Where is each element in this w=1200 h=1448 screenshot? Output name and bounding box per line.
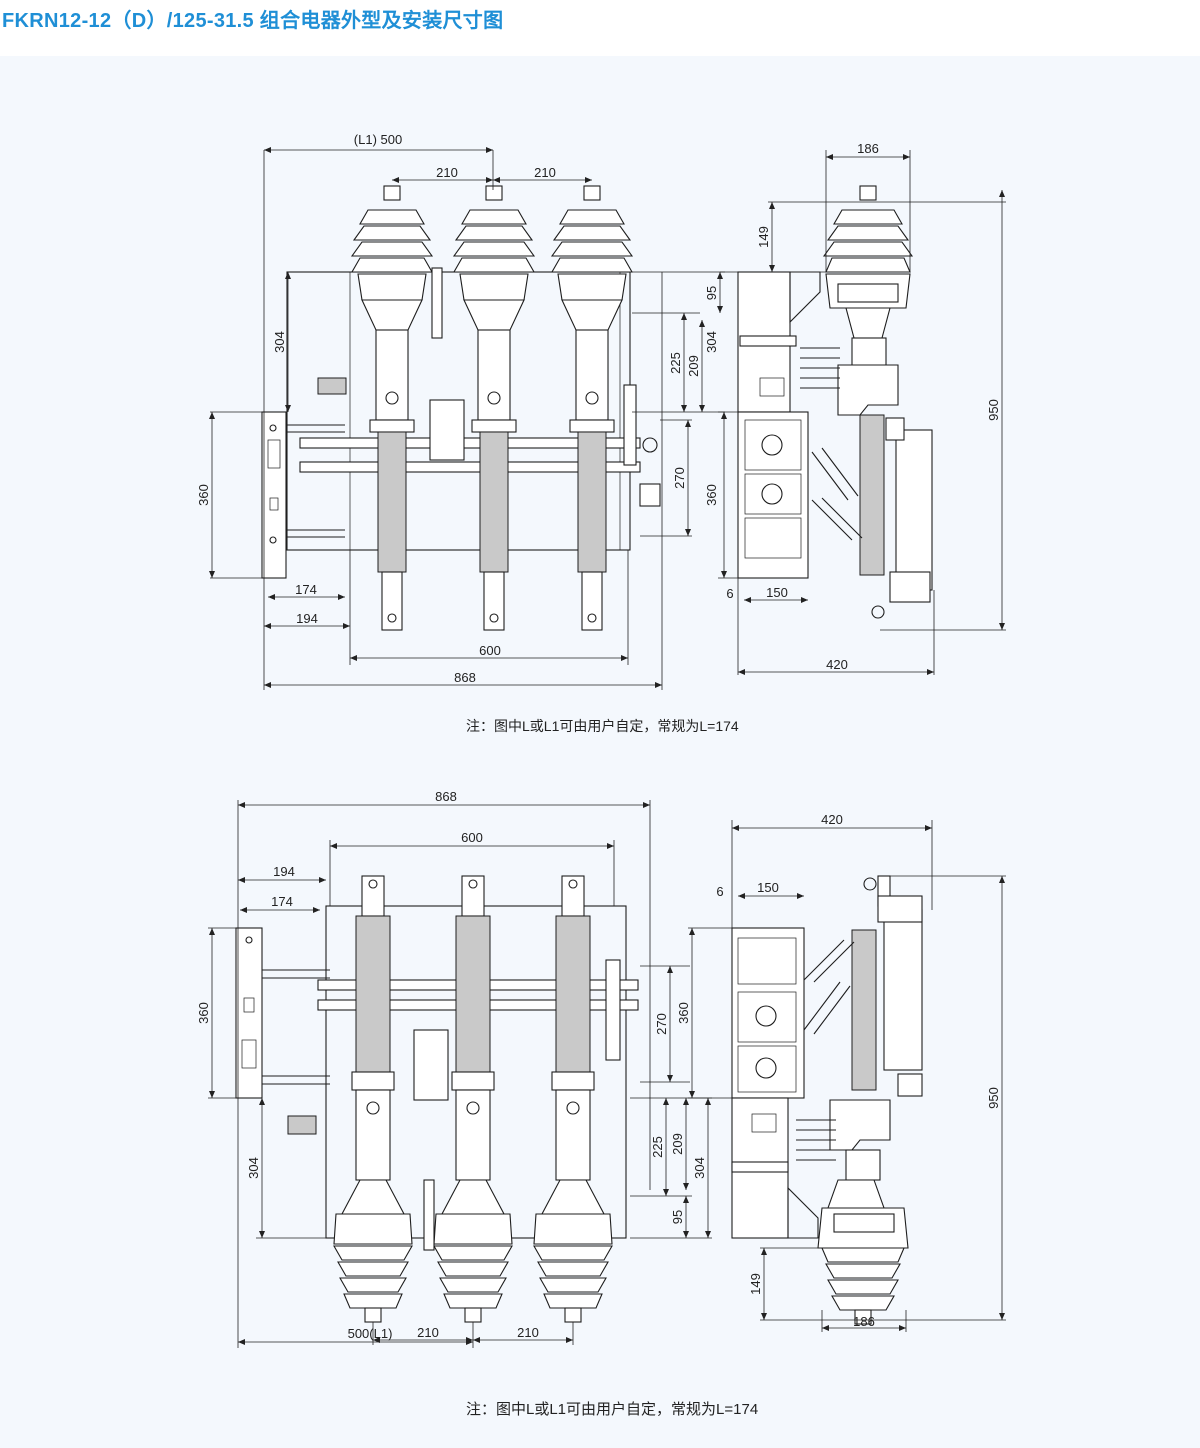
pole-3 xyxy=(550,185,634,631)
page-title: FKRN12-12（D）/125-31.5 组合电器外型及安装尺寸图 xyxy=(2,10,504,32)
dim-top-side-950: 950 xyxy=(986,399,1001,421)
dim-bottom-side-360: 360 xyxy=(676,1002,691,1024)
top-note: 注：图中L或L1可由用户自定，常规为L=174 xyxy=(466,718,739,734)
dim-top-side-6: 6 xyxy=(726,586,733,601)
top-front-view: (L1) 500 210 210 304 360 174 194 600 868 xyxy=(196,132,725,690)
pole-1 xyxy=(350,185,434,631)
dim-bottom-side-304: 304 xyxy=(692,1157,707,1179)
dim-top-side-360: 360 xyxy=(704,484,719,506)
dim-top-270: 270 xyxy=(672,467,687,489)
mounting-panel xyxy=(261,411,287,579)
dim-bottom-500-l1: 500(L1) xyxy=(348,1326,393,1341)
dim-top-209: 209 xyxy=(686,355,701,377)
dim-bottom-side-186: 186 xyxy=(853,1314,875,1329)
dim-top-side-420: 420 xyxy=(826,657,848,672)
bottom-note: 注：图中L或L1可由用户自定，常规为L=174 xyxy=(466,1401,759,1418)
dim-top-95: 95 xyxy=(704,286,719,300)
bottom-side-view: 420 6 150 360 304 149 950 186 xyxy=(676,812,1006,1332)
dim-top-side-150: 150 xyxy=(766,585,788,600)
dim-top-pitch-right: 210 xyxy=(534,165,556,180)
dim-top-868: 868 xyxy=(454,670,476,685)
dim-bottom-225: 225 xyxy=(650,1136,665,1158)
dim-bottom-304-left: 304 xyxy=(246,1157,261,1179)
dim-bottom-868: 868 xyxy=(435,789,457,804)
dim-bottom-side-950: 950 xyxy=(986,1087,1001,1109)
dim-bottom-194: 194 xyxy=(273,864,295,879)
dim-top-194: 194 xyxy=(296,611,318,626)
mounting-panel xyxy=(235,927,263,1099)
pole-4 xyxy=(333,875,413,1323)
dim-top-side-186: 186 xyxy=(857,141,879,156)
dim-bottom-side-150: 150 xyxy=(757,880,779,895)
dim-bottom-95: 95 xyxy=(670,1210,685,1224)
dim-top-360-panel: 360 xyxy=(196,484,211,506)
dim-top-pitch-left: 210 xyxy=(436,165,458,180)
bottom-front-view: 868 600 194 174 360 304 270 225 xyxy=(196,789,712,1348)
dim-bottom-pitch-left: 210 xyxy=(417,1325,439,1340)
pole-5 xyxy=(433,875,513,1323)
side-bracket xyxy=(731,927,805,1099)
title-bar: FKRN12-12（D）/125-31.5 组合电器外型及安装尺寸图 xyxy=(0,0,1200,56)
dim-bottom-209: 209 xyxy=(670,1133,685,1155)
dim-bottom-pitch-right: 210 xyxy=(517,1325,539,1340)
dim-bottom-270: 270 xyxy=(654,1013,669,1035)
dim-bottom-360-panel: 360 xyxy=(196,1002,211,1024)
dim-top-side-304: 304 xyxy=(704,331,719,353)
pole-6 xyxy=(533,875,613,1323)
dim-top-600: 600 xyxy=(479,643,501,658)
dim-top-174: 174 xyxy=(295,582,317,597)
dim-top-side-149: 149 xyxy=(756,226,771,248)
dim-bottom-600: 600 xyxy=(461,830,483,845)
dim-bottom-side-149: 149 xyxy=(748,1273,763,1295)
dim-bottom-174: 174 xyxy=(271,894,293,909)
dim-bottom-side-6: 6 xyxy=(716,884,723,899)
dim-bottom-side-420: 420 xyxy=(821,812,843,827)
dim-top-304-left: 304 xyxy=(272,331,287,353)
top-side-view: 186 149 360 304 950 6 150 420 xyxy=(704,141,1006,675)
pole-2 xyxy=(452,185,536,631)
dim-top-l1-500: (L1) 500 xyxy=(354,132,402,147)
dim-top-225: 225 xyxy=(668,352,683,374)
